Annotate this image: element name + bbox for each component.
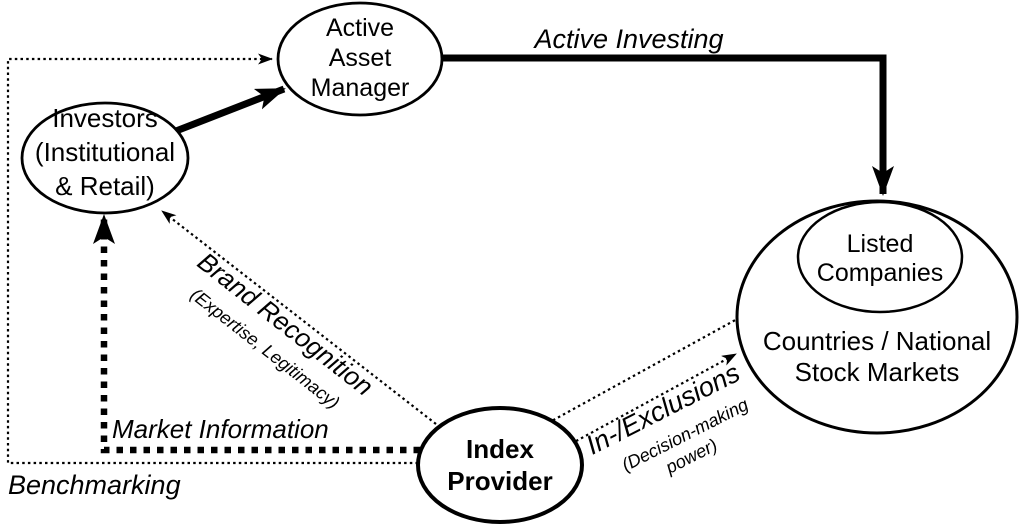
aam-line-3: Manager — [311, 74, 410, 102]
aam-line-2: Asset — [329, 44, 392, 72]
market-information-label: Market Information — [112, 414, 329, 444]
active-asset-manager-node — [276, 1, 444, 117]
in-exclusions-listed-edge — [547, 284, 800, 424]
benchmarking-label: Benchmarking — [8, 470, 181, 500]
investors-line-1: Investors — [52, 103, 158, 133]
investors-node — [20, 101, 190, 215]
index-provider-line-2: Provider — [447, 466, 553, 496]
active-asset-manager-label: Active Asset Manager — [311, 14, 410, 102]
in-exclusions-label-group: In-/Exclusions (Decision-making power) — [581, 357, 751, 478]
brand-recognition-edge — [161, 210, 437, 425]
active-investing-label: Active Investing — [532, 24, 723, 54]
countries-line-1: Countries / National — [763, 326, 991, 356]
listed-companies-node — [796, 200, 964, 314]
countries-label: Countries / National Stock Markets — [763, 326, 991, 387]
listed-line-1: Listed — [847, 230, 914, 258]
index-provider-label: Index Provider — [447, 434, 553, 496]
market-information-edge — [93, 214, 420, 454]
countries-line-2: Stock Markets — [795, 357, 960, 387]
aam-line-1: Active — [326, 14, 394, 42]
active-investing-edge — [440, 54, 894, 196]
index-provider-node — [416, 406, 584, 524]
index-provider-line-1: Index — [466, 434, 534, 464]
benchmarking-edge — [6, 53, 418, 465]
investors-label: Investors (Institutional & Retail) — [35, 103, 175, 201]
investors-line-2: (Institutional — [35, 137, 175, 167]
listed-line-2: Companies — [817, 259, 943, 287]
investors-line-3: & Retail) — [55, 171, 155, 201]
investors-to-manager-edge — [174, 85, 286, 135]
listed-companies-label: Listed Companies — [817, 230, 943, 287]
brand-recognition-label-group: Brand Recognition (Expertise, Legitimacy… — [187, 246, 379, 413]
